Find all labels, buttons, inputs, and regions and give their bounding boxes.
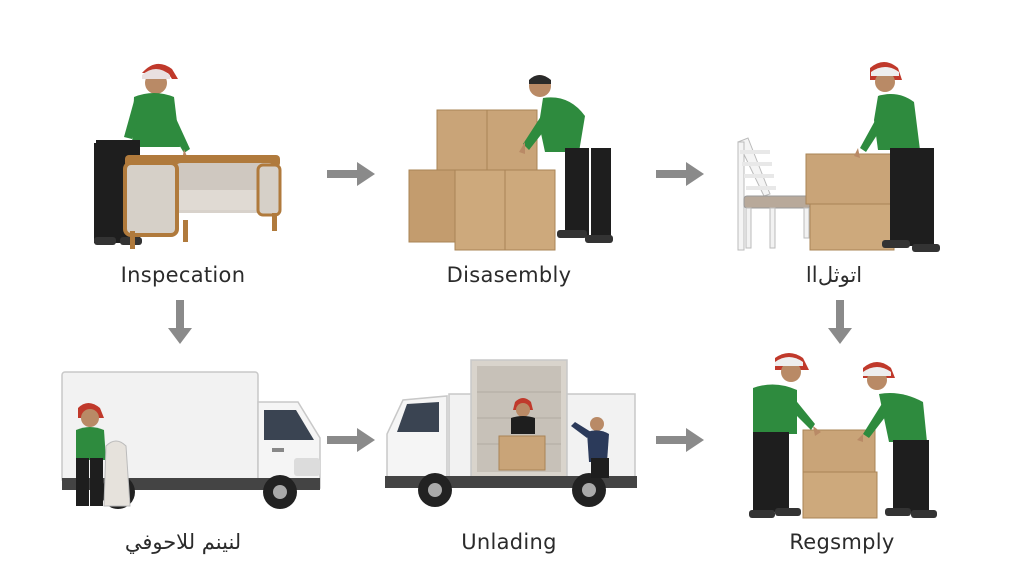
arrow-right-icon (656, 428, 704, 452)
step-label-inspection: Inspecation (120, 263, 246, 287)
worker-icon (76, 403, 131, 507)
worker-icon (854, 62, 940, 252)
step-inspection (80, 45, 290, 260)
arrow-down-icon (168, 300, 192, 344)
step-unloading (383, 358, 641, 518)
step-label-4: لنينم للاحوفي (124, 530, 242, 554)
arrow-right-icon (327, 162, 375, 186)
step-4-illustration (61, 371, 321, 509)
boxes-icon (408, 109, 556, 251)
step-label-unloading: Unlading (461, 530, 557, 554)
worker-icon (511, 398, 609, 478)
step-label-disassembly: Disasembly (446, 263, 572, 287)
step-3-illustration (737, 62, 940, 252)
sofa-icon (123, 155, 282, 249)
chair-icon (737, 137, 811, 251)
disassembly-illustration (408, 75, 613, 251)
worker-icon (857, 362, 937, 518)
step-reassembly (745, 350, 940, 522)
worker-icon (519, 75, 613, 243)
arrow-right-icon (327, 428, 375, 452)
boxes-icon (802, 429, 878, 519)
boxes-icon (805, 153, 895, 251)
step-label-3: اlاتوثل (805, 263, 863, 287)
worker-icon (749, 353, 821, 518)
unloading-illustration (385, 359, 637, 507)
step-3 (730, 58, 945, 258)
step-label-reassembly: Regsmply (789, 530, 895, 554)
step-4 (58, 368, 323, 518)
arrow-down-icon (828, 300, 852, 344)
step-disassembly (405, 70, 620, 255)
inspection-illustration (94, 63, 282, 249)
boxes-icon (498, 435, 546, 471)
reassembly-illustration (749, 353, 937, 519)
arrow-right-icon (656, 162, 704, 186)
